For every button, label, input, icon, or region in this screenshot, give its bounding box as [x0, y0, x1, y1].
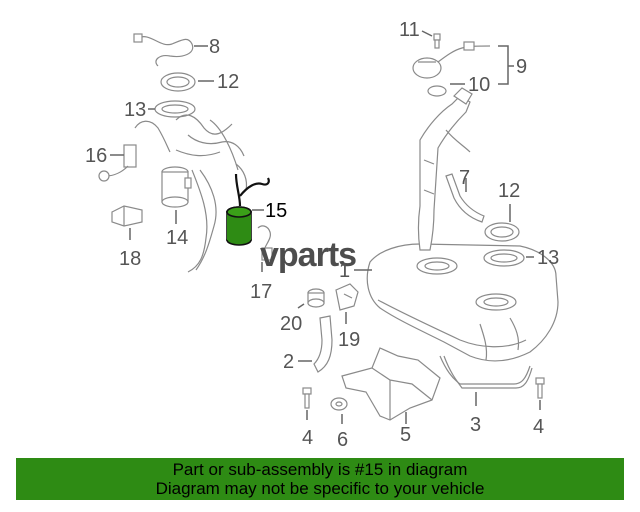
callout-13b[interactable]: 13	[537, 247, 559, 269]
watermark-text: vparts	[260, 236, 356, 274]
part-4-bolt-left[interactable]	[302, 387, 312, 409]
part-1-fuel-tank[interactable]	[366, 243, 559, 362]
part-filler-neck[interactable]	[417, 87, 473, 251]
part-11-screw[interactable]	[433, 33, 441, 49]
callout-8[interactable]: 8	[209, 36, 220, 58]
part-13-seal-left[interactable]	[154, 100, 196, 118]
callout-13a[interactable]: 13	[124, 99, 146, 121]
footer-banner: Part or sub-assembly is #15 in diagram D…	[16, 458, 624, 500]
callout-10[interactable]: 10	[468, 74, 490, 96]
callout-7[interactable]: 7	[459, 167, 470, 189]
part-14-pump-assembly[interactable]	[161, 114, 248, 273]
callout-17[interactable]: 17	[250, 281, 272, 303]
part-5-heat-shield[interactable]	[341, 347, 441, 421]
part-18-bracket[interactable]	[111, 205, 143, 227]
part-2-strap[interactable]	[313, 315, 333, 373]
callout-2[interactable]: 2	[283, 351, 294, 373]
part-3-tank-strap[interactable]	[439, 355, 533, 389]
callout-5[interactable]: 5	[400, 424, 411, 446]
leader-20	[297, 303, 305, 309]
callout-16[interactable]: 16	[85, 145, 107, 167]
leader-9	[498, 45, 514, 85]
callout-4b[interactable]: 4	[533, 416, 544, 438]
part-19-clip[interactable]	[335, 283, 359, 311]
callout-9[interactable]: 9	[516, 56, 527, 78]
callout-20[interactable]: 20	[280, 313, 302, 335]
callout-1[interactable]: 1	[339, 260, 350, 282]
callout-19[interactable]: 19	[338, 329, 360, 351]
part-17-hose[interactable]	[257, 225, 273, 261]
footer-line-2: Diagram may not be specific to your vehi…	[155, 479, 485, 498]
callout-12a[interactable]: 12	[217, 71, 239, 93]
callout-4a[interactable]: 4	[302, 427, 313, 449]
part-7-vent-hose[interactable]	[445, 173, 485, 223]
callout-15[interactable]: 15	[265, 200, 287, 222]
callout-11[interactable]: 11	[399, 19, 420, 41]
callout-3[interactable]: 3	[470, 414, 481, 436]
part-15-fuel-filter[interactable]	[226, 173, 270, 246]
leader-11	[421, 30, 433, 37]
part-8-wire[interactable]	[133, 33, 194, 67]
part-12-lock-ring-right[interactable]	[484, 222, 520, 242]
callout-6[interactable]: 6	[337, 429, 348, 451]
part-10-o-ring[interactable]	[427, 85, 447, 97]
part-4-bolt-right[interactable]	[535, 377, 545, 399]
part-12-lock-ring-left[interactable]	[160, 72, 196, 92]
callout-18[interactable]: 18	[119, 248, 141, 270]
part-filler-cap[interactable]	[412, 41, 491, 79]
callout-14[interactable]: 14	[166, 227, 188, 249]
footer-line-1: Part or sub-assembly is #15 in diagram	[172, 460, 468, 479]
part-16-sender[interactable]	[98, 120, 171, 182]
part-13-seal-right[interactable]	[483, 249, 525, 267]
callout-12b[interactable]: 12	[498, 180, 520, 202]
parts-diagram: 8 12 13 16 14 18	[85, 19, 559, 451]
part-6-nut[interactable]	[330, 397, 348, 411]
part-20-cap[interactable]	[307, 288, 325, 308]
